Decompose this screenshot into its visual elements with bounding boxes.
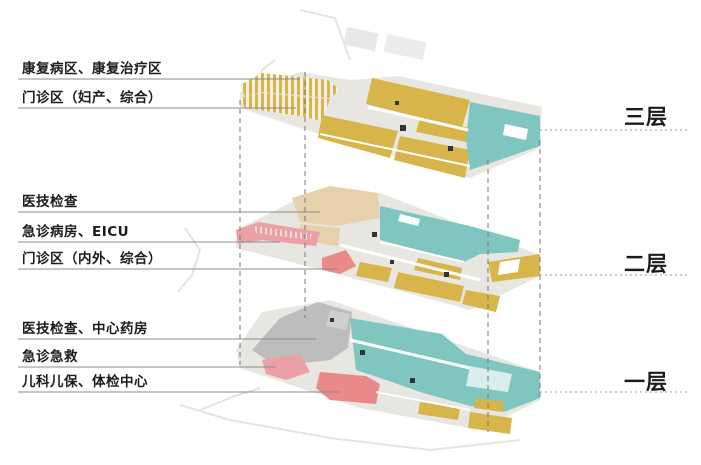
alignment-dashed-lines [239,72,541,432]
floor1-pharmacy-block [252,302,352,366]
floor2-salmon-block [322,250,356,274]
floor1-emergency-block [316,372,380,404]
floor2-exam-block [292,186,380,226]
floor3-outpatient-block-a [366,78,470,128]
floor1-yellow-block-b [468,412,512,434]
floor2-label-emergency-ward: 急诊病房、EICU [22,224,130,240]
floor1-label-emergency: 急诊急救 [22,349,78,365]
level-label-floor-2: 二层 [624,252,668,276]
floor2-outpatient-block-b [394,272,464,302]
level-dotted-lines [540,129,690,393]
floor2-label-exam: 医技检查 [22,194,78,210]
level-label-floor-1: 一层 [624,370,668,394]
floor2-label-outpatient: 门诊区（内外、综合） [22,251,162,267]
floor1-label-pediatrics: 儿科儿保、体检中心 [22,374,148,390]
leader-lines [18,78,340,393]
site-block-top [343,26,379,52]
floor-2-plate [236,186,540,312]
floor2-outpatient-block-a [356,262,392,282]
floor3-teal-block [466,102,540,170]
level-label-floor-3: 三层 [624,105,668,129]
site-block-top-2 [383,34,427,60]
floor1-label-exam-pharmacy: 医技检查、中心药房 [22,321,148,337]
floor1-pediatric-block [262,354,310,380]
floor3-label-outpatient: 门诊区（妇产、综合） [22,90,162,106]
floor-3-plate [240,72,542,178]
floor3-outpatient-block-d [416,118,470,142]
floor-1-plate [236,300,540,434]
floor3-label-rehab: 康复病区、康复治疗区 [22,61,162,77]
